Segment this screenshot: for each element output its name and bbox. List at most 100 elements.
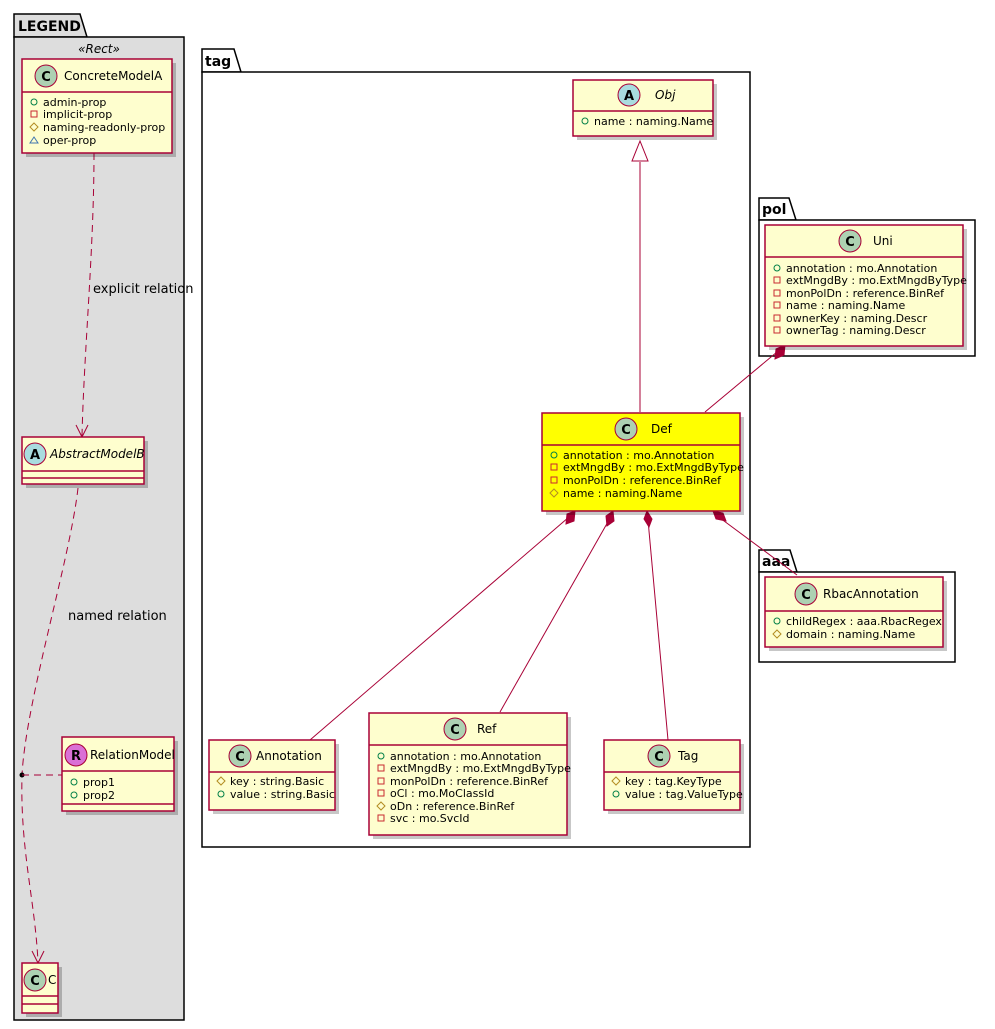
relation-explicit-label: explicit relation <box>93 282 193 297</box>
class-abstract-model-b[interactable]: A AbstractModelB <box>21 436 148 488</box>
class-tag[interactable]: C Tag key : tag.KeyType value : tag.Valu… <box>603 739 744 814</box>
private-visibility-icon <box>773 276 781 284</box>
protected-visibility-icon <box>772 629 782 639</box>
class-rbac-annotation[interactable]: C RbacAnnotation childRegex : aaa.RbacRe… <box>764 576 947 651</box>
class-attribute: oDn : reference.BinRef <box>390 800 515 813</box>
composition-def-rbac-line <box>719 517 798 576</box>
class-attribute: annotation : mo.Annotation <box>563 449 714 462</box>
class-kind-letter: R <box>71 749 81 764</box>
relation-explicit-line <box>81 152 95 437</box>
class-kind-letter: C <box>450 723 460 738</box>
class-attribute: value : string.Basic <box>230 788 335 801</box>
class-attribute: key : string.Basic <box>230 775 324 788</box>
public-visibility-icon <box>581 117 589 125</box>
abstract-kind-icon <box>617 83 641 107</box>
class-kind-icon <box>443 717 467 741</box>
private-visibility-icon <box>550 463 558 471</box>
composition-def-annotation-line <box>309 516 570 741</box>
class-attribute: monPolDn : reference.BinRef <box>786 287 945 300</box>
relation-explicit: explicit relation <box>75 152 193 439</box>
class-attribute: ownerKey : naming.Descr <box>786 312 928 325</box>
class-attribute: key : tag.KeyType <box>625 775 722 788</box>
class-annotation[interactable]: C Annotation key : string.Basic value : … <box>208 739 339 814</box>
class-def[interactable]: C Def annotation : mo.Annotation extMngd… <box>541 412 744 515</box>
class-attribute: annotation : mo.Annotation <box>390 750 541 763</box>
class-kind-letter: A <box>30 448 40 463</box>
class-attribute: name : naming.Name <box>786 299 906 312</box>
class-ref[interactable]: C Ref annotation : mo.Annotation extMngd… <box>368 712 571 839</box>
class-c[interactable]: C C <box>21 962 62 1017</box>
class-attribute: implicit-prop <box>43 108 112 121</box>
class-kind-letter: C <box>235 750 245 765</box>
composition-ref-diamond <box>605 510 615 527</box>
class-kind-letter: C <box>30 974 40 989</box>
private-visibility-icon <box>377 789 385 797</box>
class-attribute: value : tag.ValueType <box>625 788 743 801</box>
package-legend-title: LEGEND <box>18 19 81 35</box>
class-name: Uni <box>873 234 893 248</box>
class-attribute: naming-readonly-prop <box>43 121 165 134</box>
protected-visibility-icon <box>216 776 226 786</box>
relation-def-children <box>309 509 798 741</box>
class-kind-letter: C <box>621 423 631 438</box>
class-attribute: name : naming.Name <box>563 487 683 500</box>
private-visibility-icon <box>377 814 385 822</box>
relation-kind-icon <box>64 743 88 767</box>
private-visibility-icon <box>773 326 781 334</box>
class-attribute: extMngdBy : mo.ExtMngdByType <box>786 274 967 287</box>
class-attribute: svc : mo.SvcId <box>390 812 470 825</box>
class-attribute: admin-prop <box>43 96 106 109</box>
protected-visibility-icon <box>29 122 39 132</box>
class-kind-icon <box>614 417 638 441</box>
public-visibility-icon <box>550 451 558 459</box>
class-attribute: domain : naming.Name <box>786 628 916 641</box>
composition-tag-diamond <box>643 509 653 529</box>
public-visibility-icon <box>70 778 78 786</box>
class-name: RelationModel <box>90 748 175 762</box>
class-kind-letter: C <box>801 588 811 603</box>
relation-named: named relation <box>19 487 167 965</box>
legend-stereotype: «Rect» <box>78 42 120 56</box>
class-box <box>764 576 944 648</box>
composition-def-tag-line <box>647 519 669 741</box>
class-kind-icon <box>647 744 671 768</box>
abstract-kind-icon <box>23 442 47 466</box>
private-visibility-icon <box>377 764 385 772</box>
class-obj[interactable]: A Obj name : naming.Name <box>572 79 717 140</box>
package-visibility-icon <box>29 136 39 144</box>
class-name: ConcreteModelA <box>64 69 163 83</box>
private-visibility-icon <box>773 289 781 297</box>
private-visibility-icon <box>550 476 558 484</box>
class-attribute: childRegex : aaa.RbacRegex <box>786 615 942 628</box>
class-uni[interactable]: C Uni annotation : mo.Annotation extMngd… <box>764 224 967 350</box>
package-legend-body <box>13 36 185 1021</box>
class-box <box>603 739 741 811</box>
composition-annotation-diamond <box>565 510 576 525</box>
class-name: Def <box>651 422 673 436</box>
private-visibility-icon <box>377 777 385 785</box>
class-name: Tag <box>677 749 698 763</box>
class-attribute: extMngdBy : mo.ExtMngdByType <box>563 461 744 474</box>
public-visibility-icon <box>773 617 781 625</box>
class-attribute: prop2 <box>83 789 115 802</box>
class-attribute: extMngdBy : mo.ExtMngdByType <box>390 762 571 775</box>
public-visibility-icon <box>773 264 781 272</box>
composition-def-ref-line <box>499 519 610 713</box>
relation-named-line <box>21 487 79 963</box>
class-relation-model[interactable]: R RelationModel prop1 prop2 <box>61 736 178 815</box>
class-concrete-model-a[interactable]: C ConcreteModelA admin-prop implicit-pro… <box>21 58 176 157</box>
class-attribute: prop1 <box>83 776 115 789</box>
class-box <box>572 79 714 137</box>
class-kind-icon <box>838 229 862 253</box>
package-tag-title: tag <box>205 54 231 70</box>
class-box <box>368 712 568 836</box>
class-name: AbstractModelB <box>49 447 145 461</box>
package-legend: LEGEND «Rect» <box>13 13 185 1021</box>
class-kind-letter: A <box>624 89 634 104</box>
class-kind-icon <box>228 744 252 768</box>
class-attribute: monPolDn : reference.BinRef <box>390 775 549 788</box>
composition-rbac-diamond <box>712 510 727 522</box>
class-name: Annotation <box>256 749 322 763</box>
class-attribute: ownerTag : naming.Descr <box>786 324 926 337</box>
